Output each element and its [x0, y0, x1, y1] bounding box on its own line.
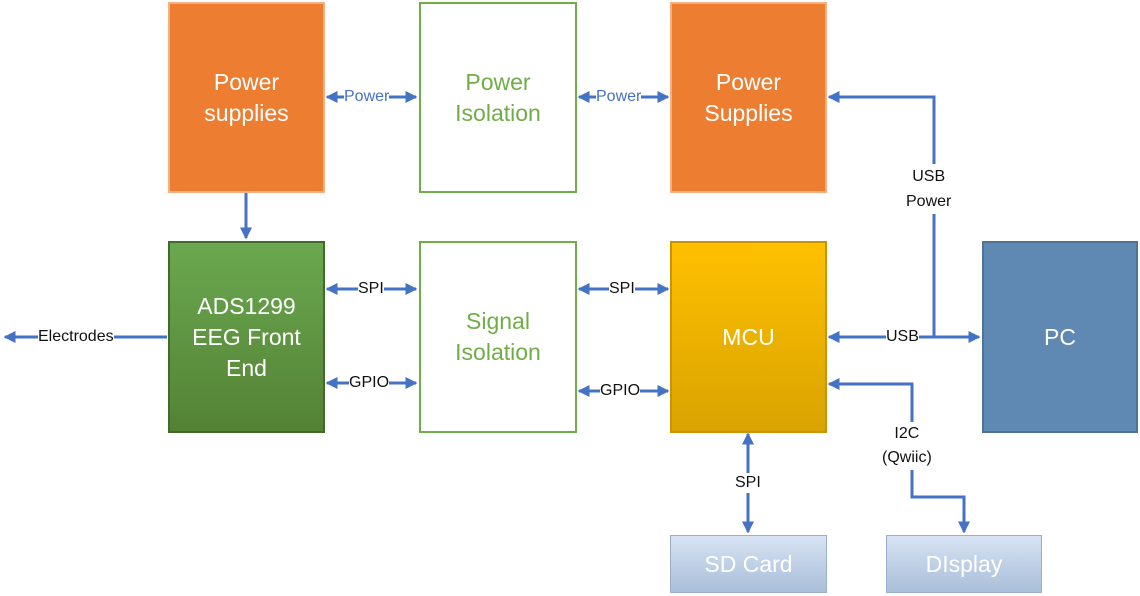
- usb-label: USB: [886, 327, 919, 347]
- spi-label-left: SPI: [358, 279, 384, 299]
- ads1299-block: ADS1299 EEG Front End: [168, 241, 325, 433]
- sd-card-block: SD Card: [670, 535, 827, 593]
- pc-block: PC: [982, 241, 1138, 433]
- power-supplies-left-block: Power supplies: [168, 2, 325, 193]
- power-isolation-label: Power Isolation: [455, 68, 541, 126]
- arrow-i2c: [827, 378, 970, 534]
- signal-isolation-block: Signal Isolation: [419, 241, 577, 433]
- power-supplies-right-block: Power Supplies: [670, 2, 827, 193]
- power-supplies-right-label: Power Supplies: [704, 68, 793, 126]
- arrow-usb-power: [827, 91, 936, 337]
- display-label: DIsplay: [925, 550, 1003, 577]
- mcu-label: MCU: [722, 323, 775, 350]
- gpio-label-right: GPIO: [600, 381, 641, 401]
- display-block: DIsplay: [886, 535, 1042, 593]
- i2c-label: I2C (Qwiic): [882, 422, 932, 470]
- ads1299-label: ADS1299 EEG Front End: [192, 292, 301, 381]
- power-link-label-left: Power: [344, 87, 390, 107]
- usb-power-label: USB Power: [906, 164, 952, 214]
- spi-label-right: SPI: [609, 279, 635, 299]
- signal-isolation-label: Signal Isolation: [455, 308, 541, 365]
- mcu-block: MCU: [670, 241, 827, 433]
- power-link-label-right: Power: [596, 87, 642, 107]
- spi-sd-label: SPI: [735, 473, 761, 493]
- power-supplies-left-label: Power supplies: [204, 68, 289, 126]
- gpio-label-left: GPIO: [349, 373, 390, 393]
- electrodes-label: Electrodes: [38, 327, 114, 347]
- sd-card-label: SD Card: [704, 550, 793, 577]
- power-isolation-block: Power Isolation: [419, 2, 577, 193]
- pc-label: PC: [1044, 323, 1076, 350]
